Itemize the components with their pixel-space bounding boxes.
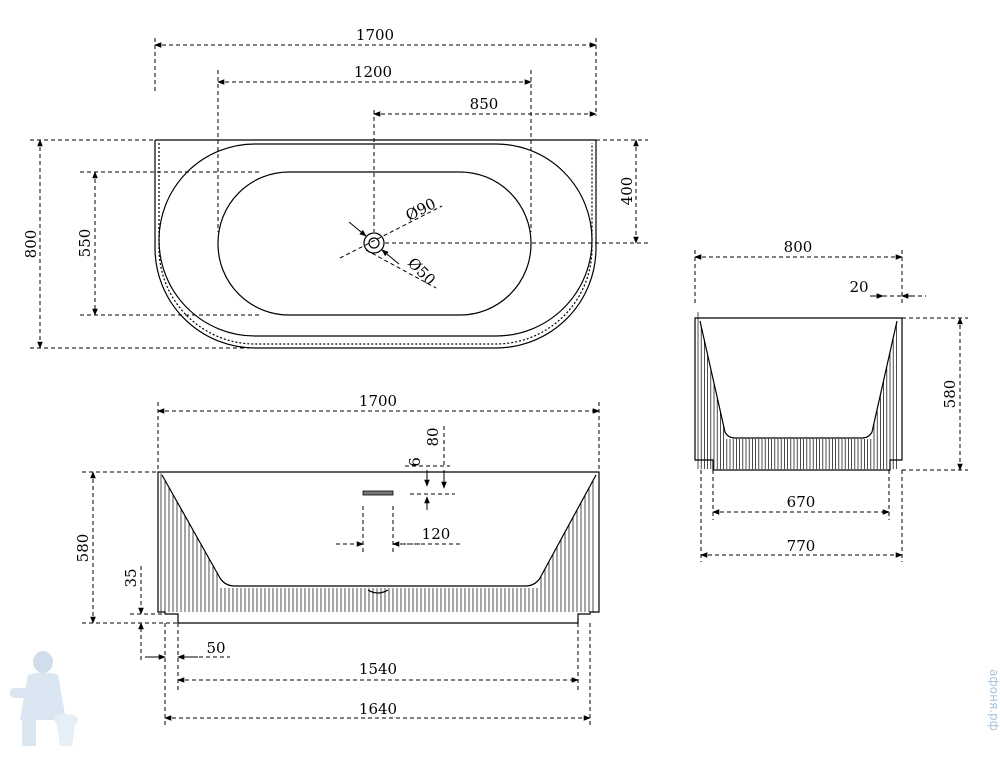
outer-rim: [154, 140, 597, 349]
dimension-label-80: 80: [424, 427, 442, 446]
dimension-label-1540: 1540: [359, 660, 397, 678]
dimension-label-1200: 1200: [354, 63, 392, 81]
drain-bump: [367, 589, 389, 594]
dimension-label-800-side: 800: [784, 238, 813, 256]
front-flutes: [160, 473, 594, 612]
dimension-label-580-side: 580: [941, 380, 959, 409]
dimension-label-850: 850: [470, 95, 499, 113]
basin-outline: [217, 171, 532, 316]
dimension-label-800-top: 800: [22, 230, 40, 259]
overflow-outlet: [362, 490, 394, 496]
fluted-edge: [158, 143, 593, 345]
front-basin-profile: [161, 474, 597, 587]
plumber-logo: [10, 651, 78, 746]
dimension-label-1640: 1640: [359, 700, 397, 718]
dimension-label-d50: Ø50: [404, 254, 439, 289]
side-view: 800 20 580 670 770: [694, 238, 968, 562]
dimension-label-50: 50: [206, 639, 225, 657]
dimension-label-1700-top: 1700: [356, 26, 394, 44]
drain-inner-circle: [368, 237, 380, 249]
dimension-label-120: 120: [422, 525, 451, 543]
dimension-label-20: 20: [849, 278, 868, 296]
front-view: 1700 580 35 50 1540 1640 80 6: [74, 392, 600, 728]
drain: Ø90 Ø50: [339, 194, 443, 289]
dimension-label-670: 670: [787, 493, 816, 511]
inner-rim: [158, 143, 593, 337]
drain-outer-circle: [363, 232, 385, 254]
dimension-label-d90: Ø90: [403, 194, 439, 224]
top-view: 1700 1200 850 800 550 400: [22, 26, 648, 349]
dimension-label-35: 35: [122, 568, 140, 587]
dimension-label-770: 770: [787, 537, 816, 555]
side-flutes: [697, 312, 897, 469]
side-basin-profile: [699, 320, 898, 439]
dimension-label-580-front: 580: [74, 534, 92, 563]
dimension-label-6: 6: [406, 457, 424, 467]
dimension-label-550: 550: [76, 229, 94, 258]
dimension-label-1700-front: 1700: [359, 392, 397, 410]
watermark-text: афоня.рф: [987, 669, 1000, 731]
dimension-label-400: 400: [618, 177, 636, 206]
